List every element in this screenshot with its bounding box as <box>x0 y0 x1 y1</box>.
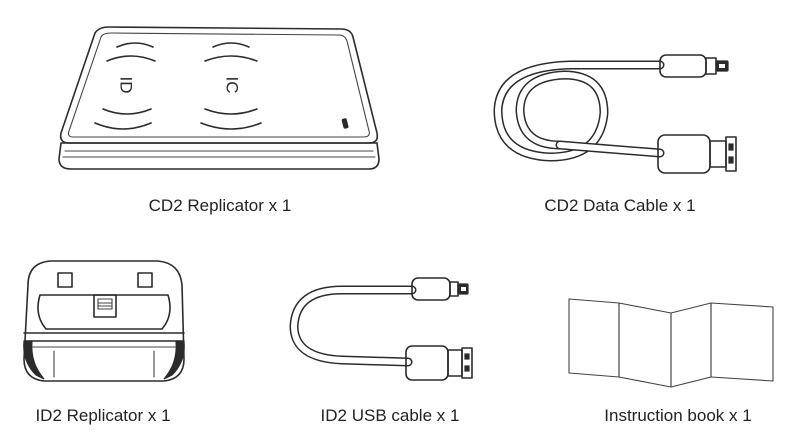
id2-replicator-illustration <box>14 255 194 385</box>
cd2-replicator-illustration: ID IC <box>55 25 385 175</box>
cd2-data-cable-caption: CD2 Data Cable x 1 <box>544 196 696 215</box>
id2-replicator-caption: ID2 Replicator x 1 <box>35 406 171 425</box>
id2-usb-cable-illustration <box>282 270 482 390</box>
led-indicator <box>341 118 349 129</box>
cd2-data-cable-illustration <box>480 45 740 185</box>
cd2-replicator-caption: CD2 Replicator x 1 <box>148 196 292 215</box>
pad-label-ic: IC <box>223 77 242 94</box>
instruction-book-caption: Instruction book x 1 <box>604 406 752 425</box>
pad-label-id: ID <box>117 77 136 94</box>
id2-usb-cable-caption: ID2 USB cable x 1 <box>320 406 460 425</box>
instruction-book-illustration <box>565 295 785 395</box>
